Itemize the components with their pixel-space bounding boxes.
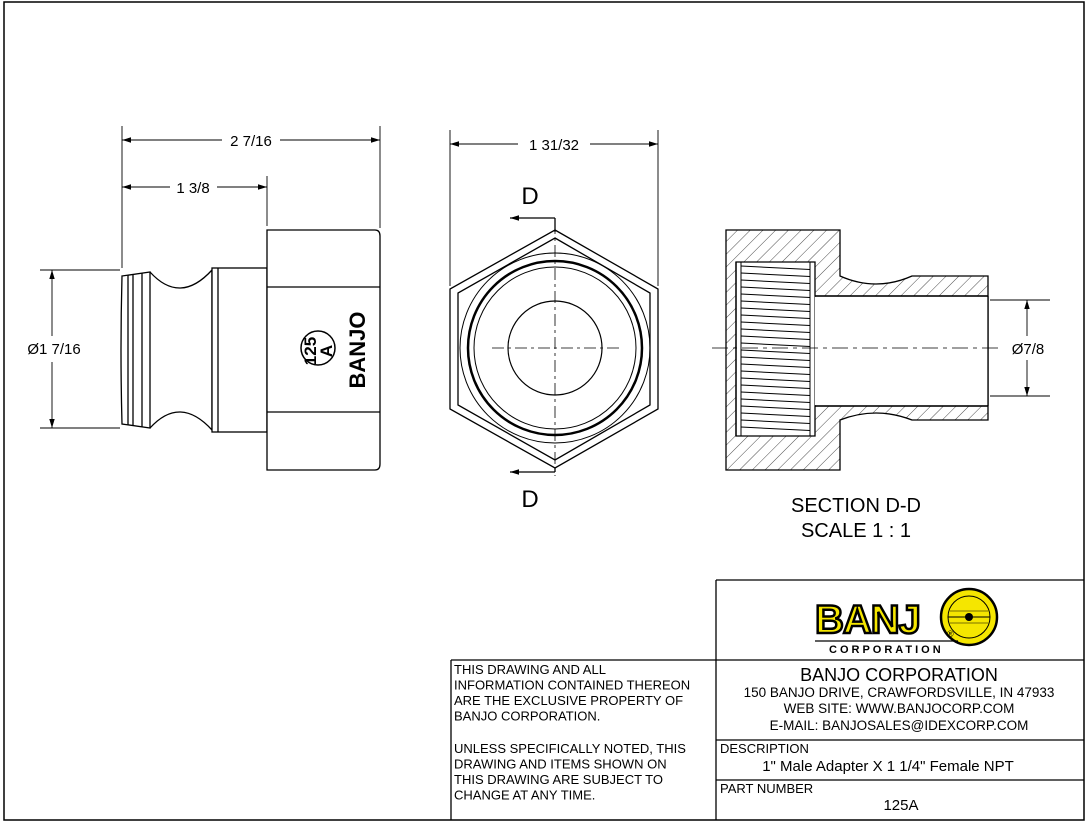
notice-line: CHANGE AT ANY TIME. [454,788,595,803]
dim-overall-length: 2 7/16 [230,133,272,150]
notice-line: INFORMATION CONTAINED THEREON [454,678,690,693]
company-website: WEB SITE: WWW.BANJOCORP.COM [784,701,1015,716]
notice-line: ARE THE EXCLUSIVE PROPERTY OF [454,693,683,708]
section-title: SECTION D-D [791,495,921,517]
company-email: E-MAIL: BANJOSALES@IDEXCORP.COM [770,718,1029,733]
notice-line: DRAWING AND ITEMS SHOWN ON [454,757,667,772]
end-view-dimension [449,130,659,286]
part-number-label: PART NUMBER [720,781,813,796]
thread-lines [740,265,811,431]
marking-ring [300,330,336,366]
end-view-centerlines [492,222,620,476]
section-mark-bottom: D [521,486,538,513]
notice-line: THIS DRAWING ARE SUBJECT TO [454,772,663,787]
logo-registered: ® [947,629,954,639]
side-view-dimensions [40,126,381,429]
notice-line: THIS DRAWING AND ALL [454,662,606,677]
dim-nose-length: 1 3/8 [176,180,209,197]
notice-line: BANJO CORPORATION. [454,709,600,724]
dim-hex-across: 1 31/32 [529,137,579,154]
part-number-value: 125A [883,797,918,814]
section-scale: SCALE 1 : 1 [801,520,911,542]
marking-letter: A [317,345,336,357]
side-view [120,229,381,471]
end-view [449,229,659,469]
sheet-border [3,1,1085,821]
section-cut-line [510,215,556,475]
dim-nose-diameter: Ø1 7/16 [27,341,80,358]
section-dimension [990,299,1050,397]
notice-line: UNLESS SPECIFICALLY NOTED, THIS [454,741,686,756]
description-label: DESCRIPTION [720,741,809,756]
banjo-logo: BANJ ® CORPORATION [814,587,999,656]
marking-number: 125 [301,337,320,365]
company-name: BANJO CORPORATION [800,665,998,685]
dim-bore-diameter: Ø7/8 [1012,341,1045,358]
logo-subtitle: CORPORATION [829,644,944,656]
company-address: 150 BANJO DRIVE, CRAWFORDSVILLE, IN 4793… [744,685,1055,700]
section-view [725,229,989,471]
title-block [450,579,1084,820]
section-mark-top: D [521,183,538,210]
marking-brand: BANJO [345,311,370,388]
logo-wordmark: BANJ [815,598,920,642]
part-marking: 125 A BANJO [300,311,370,389]
description-value: 1" Male Adapter X 1 1/4" Female NPT [762,758,1014,775]
